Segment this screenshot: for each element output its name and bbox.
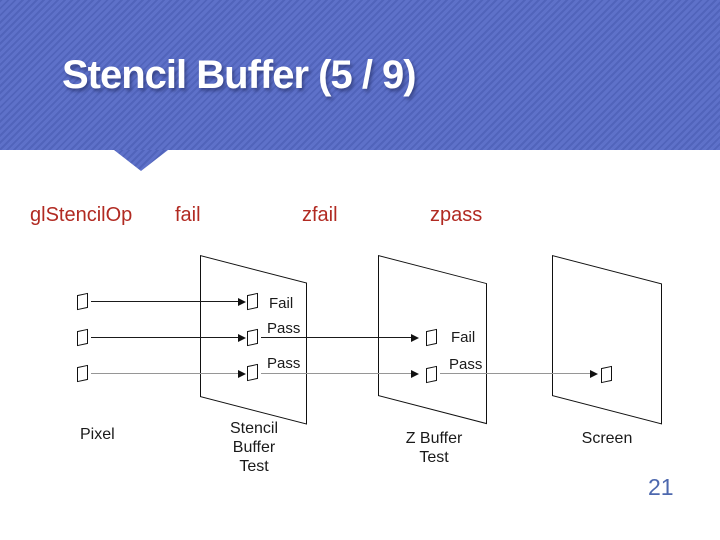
- label-zfail-param: zfail: [302, 204, 338, 226]
- zbuffer-square-1: [426, 328, 437, 347]
- arrowhead-row3-stencil: [238, 370, 246, 378]
- arrowhead-row2-stencil: [238, 334, 246, 342]
- screen-caption-line1: Screen: [581, 430, 633, 447]
- pixel-square-1: [77, 292, 88, 311]
- zbuffer-caption-line2: Test: [419, 449, 449, 466]
- screen-plane: [552, 255, 662, 425]
- flow-line-row2-a: [91, 337, 238, 339]
- label-glstencilop: glStencilOp: [30, 204, 133, 226]
- stencil-square-1: [247, 292, 258, 311]
- stencil-buffer-test-caption: Stencil Buffer Test: [209, 419, 299, 476]
- stencil-result-2: Pass: [267, 320, 301, 337]
- stencil-result-3: Pass: [267, 355, 301, 372]
- flow-line-row3-b: [261, 373, 411, 375]
- stencil-square-2: [247, 328, 258, 347]
- screen-square: [601, 365, 612, 384]
- stencil-result-1: Fail: [269, 295, 294, 312]
- flow-line-row1: [91, 301, 238, 303]
- pixel-caption: Pixel: [80, 426, 115, 443]
- pixel-square-3: [77, 364, 88, 383]
- zbuffer-result-2: Pass: [449, 356, 483, 373]
- pixel-square-2: [77, 328, 88, 347]
- flow-line-row3-c: [440, 373, 590, 375]
- stencil-square-3: [247, 363, 258, 382]
- arrowhead-row1-stencil: [238, 298, 246, 306]
- header-band: Stencil Buffer (5 / 9): [0, 0, 720, 150]
- stencil-caption-line1: Stencil: [229, 420, 279, 437]
- label-fail-param: fail: [175, 204, 201, 226]
- arrowhead-row3-screen: [590, 370, 598, 378]
- screen-caption: Screen: [562, 429, 652, 448]
- flow-line-row2-b: [261, 337, 411, 339]
- zbuffer-result-1: Fail: [451, 329, 476, 346]
- stencil-caption-line3: Test: [239, 458, 269, 475]
- page-number: 21: [648, 474, 674, 500]
- zbuffer-square-2: [426, 365, 437, 384]
- stencil-caption-line2: Buffer: [232, 439, 276, 456]
- page-title: Stencil Buffer (5 / 9): [62, 53, 417, 97]
- label-zpass-param: zpass: [430, 204, 483, 226]
- zbuffer-caption-line1: Z Buffer: [405, 430, 463, 447]
- header-chevron-decoration: [114, 150, 168, 171]
- arrowhead-row3-zbuffer: [411, 370, 419, 378]
- z-buffer-test-caption: Z Buffer Test: [389, 429, 479, 467]
- flow-line-row3-a: [91, 373, 238, 375]
- arrowhead-row2-zbuffer: [411, 334, 419, 342]
